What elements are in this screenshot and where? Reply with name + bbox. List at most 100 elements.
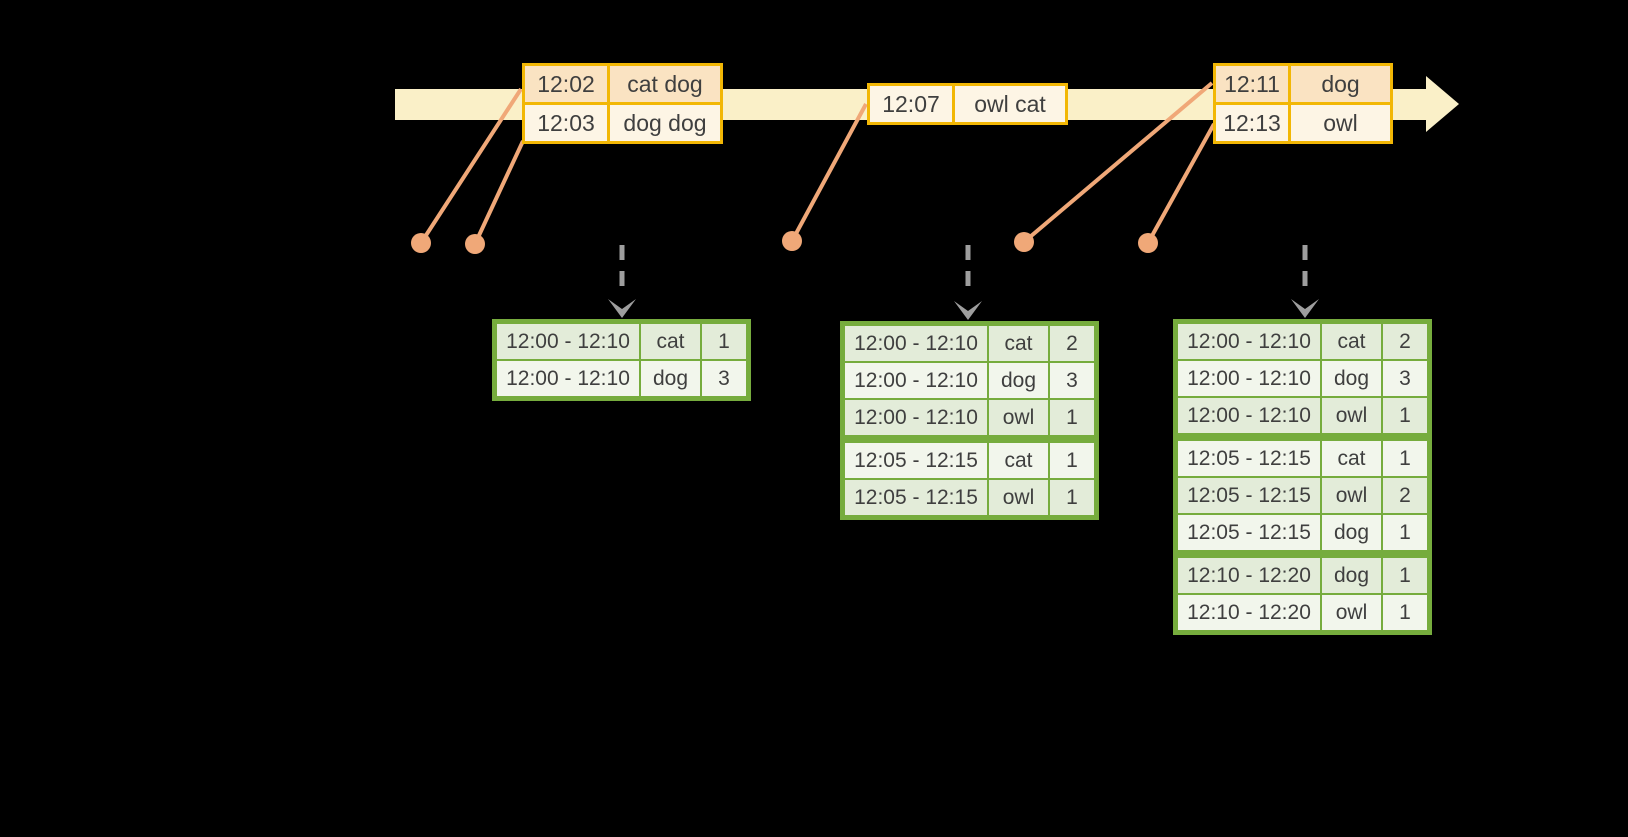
window-group: 12:05 - 12:15 cat 1 12:05 - 12:15 owl 1 <box>845 443 1094 515</box>
window-group: 12:10 - 12:20 dog 1 12:10 - 12:20 owl 1 <box>1178 558 1427 630</box>
trigger-arrowhead-icon <box>608 299 636 318</box>
result-row: 12:00 - 12:10 dog 3 <box>1178 361 1427 396</box>
result-table-3: 12:00 - 12:10 cat 2 12:00 - 12:10 dog 3 … <box>1173 319 1432 635</box>
event-row: 12:07 owl cat <box>870 86 1065 122</box>
result-window: 12:00 - 12:10 <box>845 363 987 398</box>
result-word: cat <box>1322 324 1381 359</box>
result-window: 12:00 - 12:10 <box>1178 324 1320 359</box>
window-group: 12:00 - 12:10 cat 1 12:00 - 12:10 dog 3 <box>497 324 746 396</box>
event-dot-icon <box>411 233 431 253</box>
event-words: owl cat <box>955 86 1065 122</box>
result-word: owl <box>1322 478 1381 513</box>
result-row: 12:00 - 12:10 owl 1 <box>1178 398 1427 433</box>
result-word: dog <box>989 363 1048 398</box>
result-word: owl <box>1322 398 1381 433</box>
result-word: cat <box>989 443 1048 478</box>
result-row: 12:00 - 12:10 dog 3 <box>497 361 746 396</box>
window-group: 12:00 - 12:10 cat 2 12:00 - 12:10 dog 3 … <box>845 326 1094 435</box>
result-row: 12:05 - 12:15 cat 1 <box>1178 441 1427 476</box>
result-window: 12:10 - 12:20 <box>1178 595 1320 630</box>
result-count: 3 <box>1050 363 1094 398</box>
event-row: 12:13 owl <box>1216 105 1390 141</box>
result-count: 2 <box>1383 478 1427 513</box>
result-window: 12:05 - 12:15 <box>845 480 987 515</box>
result-word: owl <box>1322 595 1381 630</box>
result-count: 1 <box>1383 441 1427 476</box>
result-row: 12:00 - 12:10 cat 2 <box>845 326 1094 361</box>
window-group: 12:00 - 12:10 cat 2 12:00 - 12:10 dog 3 … <box>1178 324 1427 433</box>
input-events-table-1: 12:02 cat dog 12:03 dog dog <box>522 63 723 144</box>
result-word: dog <box>641 361 700 396</box>
event-time: 12:03 <box>525 105 607 141</box>
result-row: 12:00 - 12:10 dog 3 <box>845 363 1094 398</box>
result-window: 12:00 - 12:10 <box>497 324 639 359</box>
result-row: 12:05 - 12:15 dog 1 <box>1178 515 1427 550</box>
result-count: 1 <box>1383 558 1427 593</box>
event-words: owl <box>1291 105 1390 141</box>
result-row: 12:00 - 12:10 cat 2 <box>1178 324 1427 359</box>
event-words: dog dog <box>610 105 720 141</box>
result-window: 12:00 - 12:10 <box>845 326 987 361</box>
event-connector-line <box>1146 123 1216 244</box>
event-words: dog <box>1291 66 1390 102</box>
event-time: 12:02 <box>525 66 607 102</box>
result-window: 12:05 - 12:15 <box>1178 441 1320 476</box>
result-row: 12:05 - 12:15 owl 2 <box>1178 478 1427 513</box>
event-dot-icon <box>1014 232 1034 252</box>
result-window: 12:00 - 12:10 <box>1178 398 1320 433</box>
result-count: 1 <box>1050 480 1094 515</box>
result-word: owl <box>989 400 1048 435</box>
result-count: 3 <box>1383 361 1427 396</box>
event-connector-line <box>790 103 868 242</box>
trigger-arrowhead-icon <box>954 301 982 320</box>
result-row: 12:10 - 12:20 dog 1 <box>1178 558 1427 593</box>
event-connector-line <box>1022 81 1214 244</box>
result-word: dog <box>1322 515 1381 550</box>
result-count: 1 <box>1383 595 1427 630</box>
result-count: 1 <box>702 324 746 359</box>
result-word: owl <box>989 480 1048 515</box>
event-dot-icon <box>1138 233 1158 253</box>
result-window: 12:05 - 12:15 <box>845 443 987 478</box>
input-events-table-3: 12:11 dog 12:13 owl <box>1213 63 1393 144</box>
result-row: 12:00 - 12:10 cat 1 <box>497 324 746 359</box>
result-word: dog <box>1322 361 1381 396</box>
result-count: 3 <box>702 361 746 396</box>
result-count: 1 <box>1050 400 1094 435</box>
event-connector-line <box>419 87 523 245</box>
result-word: cat <box>641 324 700 359</box>
result-count: 2 <box>1383 324 1427 359</box>
result-row: 12:05 - 12:15 owl 1 <box>845 480 1094 515</box>
event-time: 12:13 <box>1216 105 1288 141</box>
result-word: dog <box>1322 558 1381 593</box>
result-table-1: 12:00 - 12:10 cat 1 12:00 - 12:10 dog 3 <box>492 319 751 401</box>
result-count: 2 <box>1050 326 1094 361</box>
result-table-2: 12:00 - 12:10 cat 2 12:00 - 12:10 dog 3 … <box>840 321 1099 520</box>
result-word: cat <box>1322 441 1381 476</box>
result-window: 12:10 - 12:20 <box>1178 558 1320 593</box>
result-row: 12:05 - 12:15 cat 1 <box>845 443 1094 478</box>
event-time: 12:11 <box>1216 66 1288 102</box>
event-words: cat dog <box>610 66 720 102</box>
result-count: 1 <box>1050 443 1094 478</box>
result-window: 12:05 - 12:15 <box>1178 478 1320 513</box>
result-window: 12:05 - 12:15 <box>1178 515 1320 550</box>
result-row: 12:00 - 12:10 owl 1 <box>845 400 1094 435</box>
event-connector-line <box>473 140 525 245</box>
trigger-arrowhead-icon <box>1291 299 1319 318</box>
result-row: 12:10 - 12:20 owl 1 <box>1178 595 1427 630</box>
event-row: 12:03 dog dog <box>525 105 720 141</box>
result-window: 12:00 - 12:10 <box>845 400 987 435</box>
result-window: 12:00 - 12:10 <box>1178 361 1320 396</box>
event-row: 12:02 cat dog <box>525 66 720 102</box>
timeline-arrowhead-icon <box>1426 76 1459 132</box>
result-window: 12:00 - 12:10 <box>497 361 639 396</box>
result-count: 1 <box>1383 398 1427 433</box>
event-dot-icon <box>782 231 802 251</box>
result-count: 1 <box>1383 515 1427 550</box>
event-row: 12:11 dog <box>1216 66 1390 102</box>
event-dot-icon <box>465 234 485 254</box>
window-group: 12:05 - 12:15 cat 1 12:05 - 12:15 owl 2 … <box>1178 441 1427 550</box>
event-time: 12:07 <box>870 86 952 122</box>
